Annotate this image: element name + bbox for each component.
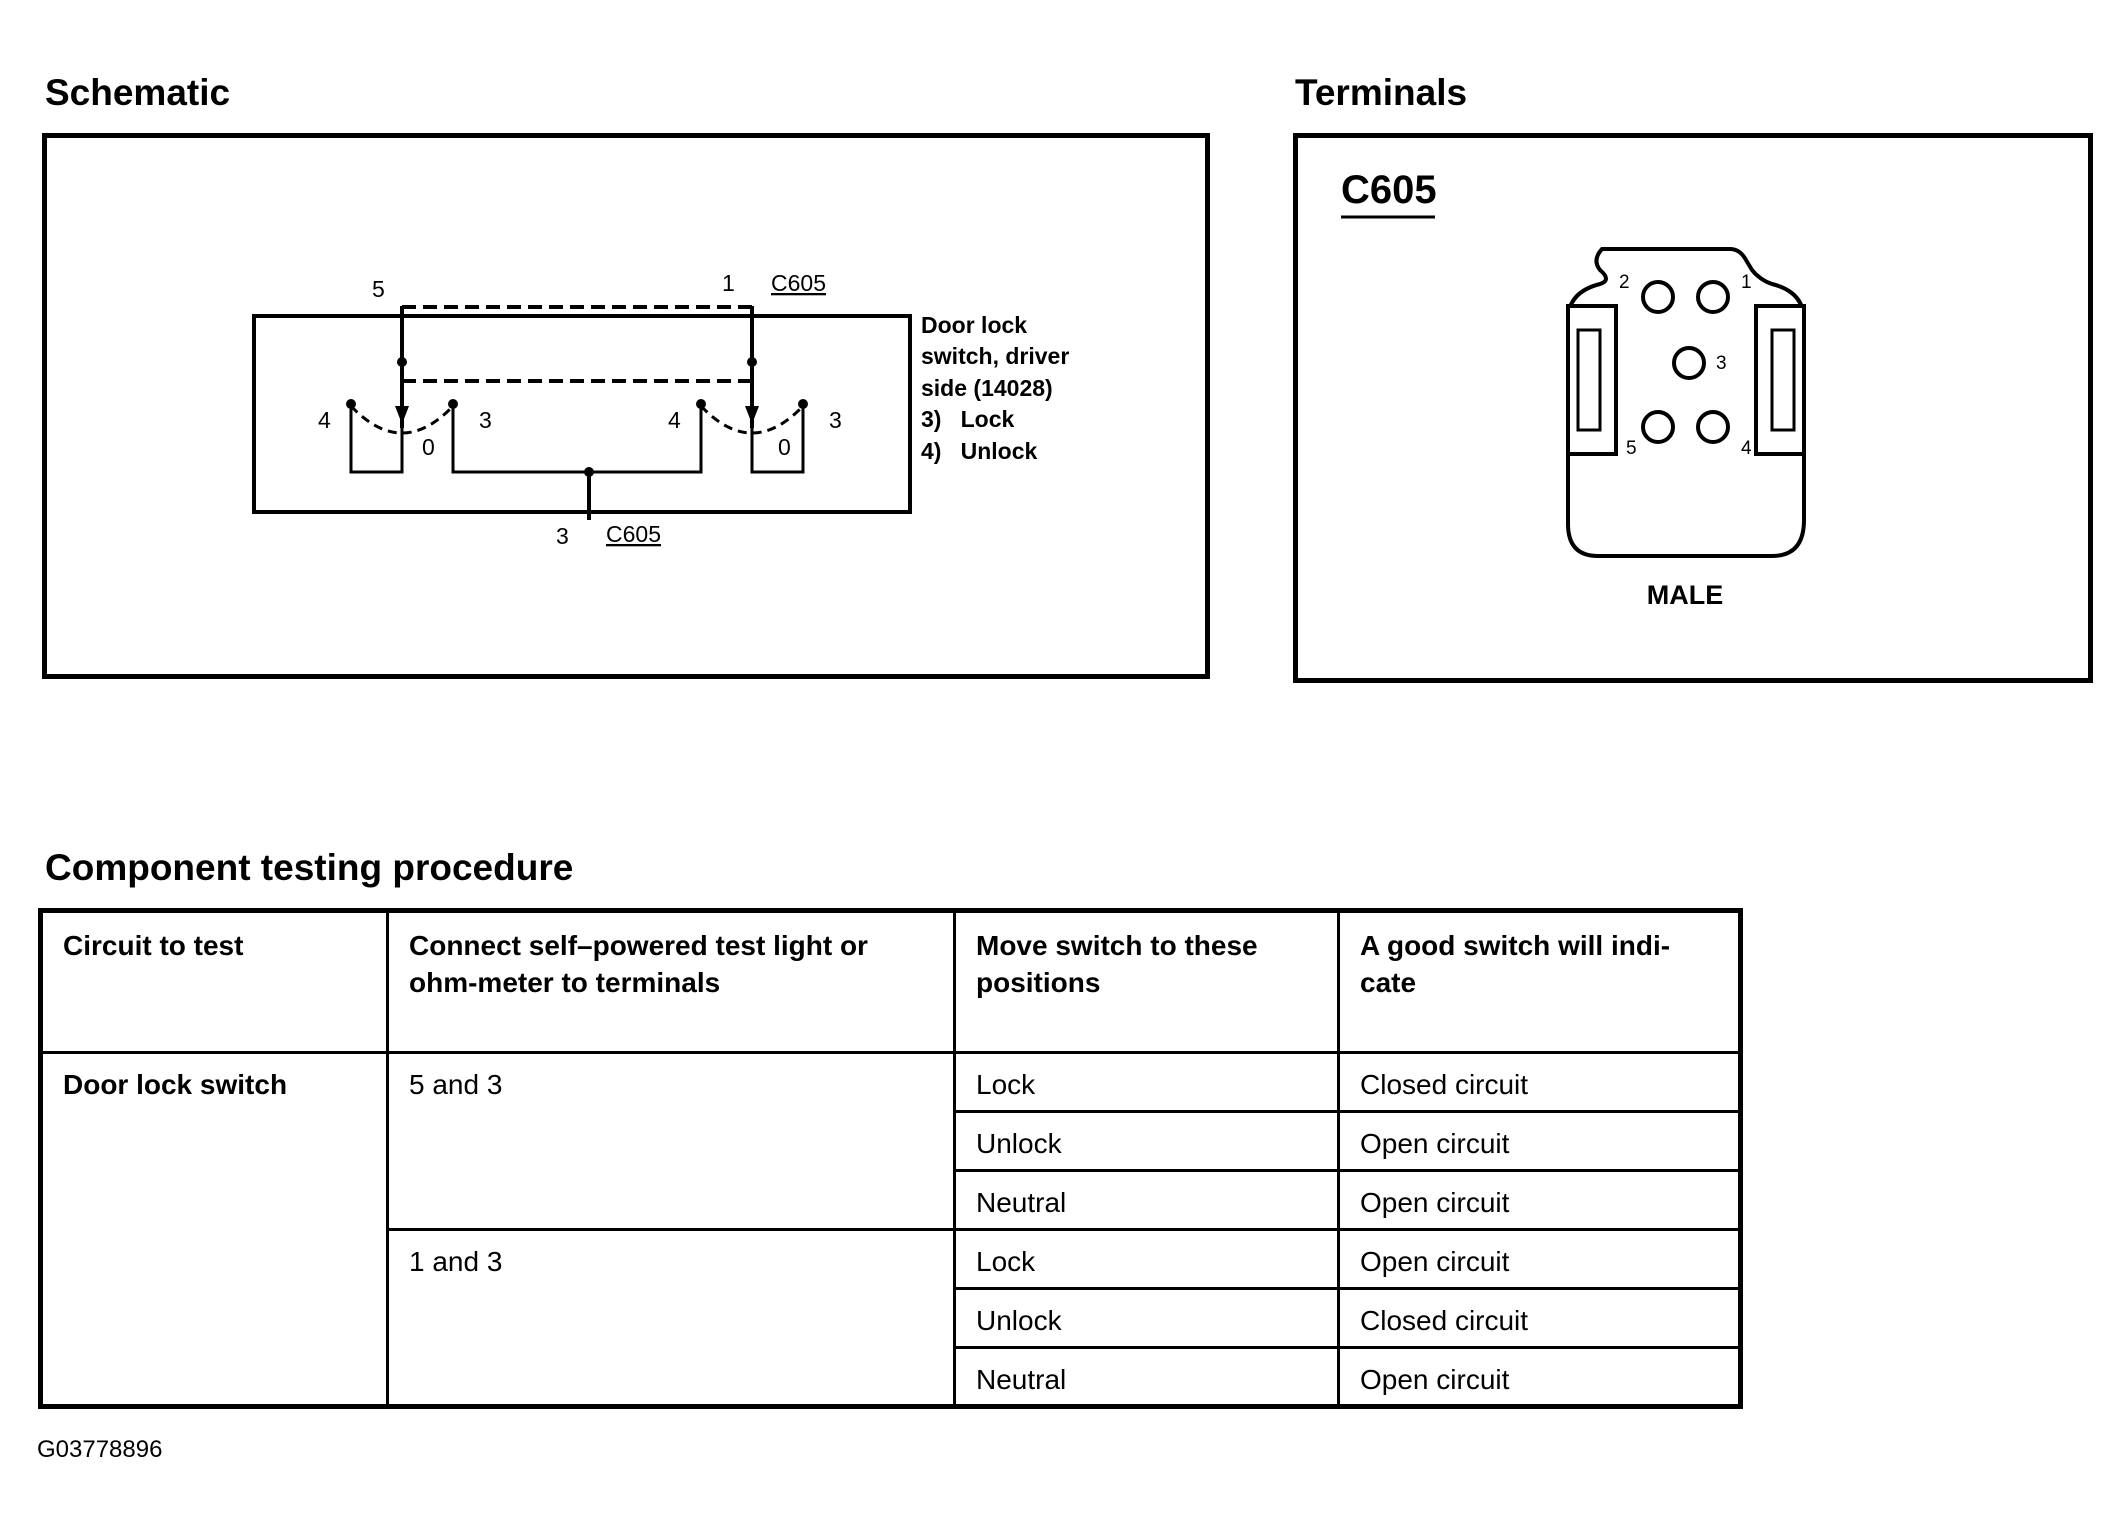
procedure-table: Circuit to test Connect self–powered tes… <box>38 908 1743 1409</box>
position-cell: Lock <box>953 1228 1340 1290</box>
terminal-pin-4 <box>1696 410 1730 444</box>
switch-legend-line-5: 4) Unlock <box>921 438 1038 464</box>
terminals-cell: 1 and 3 <box>386 1228 956 1408</box>
terminal-pin-3 <box>1672 346 1706 380</box>
switch-left-box <box>349 404 404 474</box>
pin-label-1: 1 <box>722 270 735 296</box>
connector-latch-right <box>1754 304 1806 456</box>
result-cell: Open circuit <box>1337 1110 1742 1172</box>
switch-right-pos-4: 4 <box>668 407 681 433</box>
table-row: Unlock Open circuit <box>41 1110 1742 1172</box>
column-header-result: A good switch will indi-cate <box>1337 909 1742 1054</box>
connector-label-bottom: C605 <box>606 521 661 547</box>
column-header-positions: Move switch to these positions <box>953 909 1340 1054</box>
switch-right-box <box>750 404 805 474</box>
table-row: Neutral Open circuit <box>41 1169 1742 1231</box>
junction-dot-right <box>747 357 757 367</box>
result-cell: Closed circuit <box>1337 1287 1742 1349</box>
pin-label-5: 5 <box>372 276 385 302</box>
procedure-heading: Component testing procedure <box>45 847 574 888</box>
switch-left-pos-4: 4 <box>318 407 331 433</box>
switch-right-pos-0: 0 <box>778 434 791 460</box>
contact-arrow-right <box>745 406 759 424</box>
position-cell: Unlock <box>953 1110 1340 1172</box>
switch-enclosure <box>252 314 912 514</box>
table-row: Unlock Closed circuit <box>41 1287 1742 1349</box>
connector-latch-left <box>1566 304 1618 456</box>
terminals-panel <box>1293 133 2093 683</box>
position-cell: Neutral <box>953 1169 1340 1231</box>
table-row: Door lock switch 5 and 3 Lock Closed cir… <box>39 1051 1742 1408</box>
circuit-cell: Door lock switch <box>39 1051 389 1408</box>
position-cell: Neutral <box>953 1346 1340 1408</box>
junction-dot-left <box>397 357 407 367</box>
table-row: Neutral Open circuit <box>41 1346 1742 1408</box>
table-row: 1 and 3 Lock Open circuit <box>41 1228 1742 1408</box>
pin-label-3: 3 <box>556 523 569 549</box>
common-bus <box>451 404 703 474</box>
figure-id: G03778896 <box>37 1436 163 1463</box>
switch-legend-line-3: side (14028) <box>921 375 1053 401</box>
result-cell: Open circuit <box>1337 1169 1742 1231</box>
terminal-label-1: 1 <box>1741 272 1752 293</box>
result-cell: Closed circuit <box>1337 1051 1742 1113</box>
terminals-cell: 5 and 3 <box>386 1051 956 1231</box>
switch-right-pos-3: 3 <box>829 407 842 433</box>
position-cell: Unlock <box>953 1287 1340 1349</box>
table-header-row: Circuit to test Connect self–powered tes… <box>39 909 1742 1054</box>
result-cell: Open circuit <box>1337 1228 1742 1290</box>
terminal-label-5: 5 <box>1626 438 1637 459</box>
connector-gender-label: MALE <box>1647 580 1724 610</box>
connector-name: C605 <box>1341 168 1437 212</box>
terminal-pin-2 <box>1641 280 1675 314</box>
connector-outline <box>1566 247 1806 558</box>
column-header-circuit: Circuit to test <box>39 909 389 1054</box>
switch-legend-line-2: switch, driver <box>921 343 1069 369</box>
position-cell: Lock <box>953 1051 1340 1113</box>
schematic-heading: Schematic <box>45 72 231 113</box>
switch-left-pos-0: 0 <box>422 434 435 460</box>
contact-arrow-left <box>395 406 409 424</box>
terminal-pin-1 <box>1696 280 1730 314</box>
terminal-label-2: 2 <box>1619 272 1630 293</box>
terminals-heading: Terminals <box>1295 72 1468 113</box>
switch-left-pos-3: 3 <box>479 407 492 433</box>
terminal-label-3: 3 <box>1716 353 1727 374</box>
switch-legend-line-1: Door lock <box>921 312 1027 338</box>
result-cell: Open circuit <box>1337 1346 1742 1408</box>
column-header-terminals: Connect self–powered test light or ohm-m… <box>386 909 956 1054</box>
switch-left-arc <box>349 404 455 435</box>
terminal-pin-5 <box>1641 410 1675 444</box>
switch-right-arc <box>699 404 805 435</box>
switch-legend-line-4: 3) Lock <box>921 406 1015 432</box>
terminal-label-4: 4 <box>1741 438 1752 459</box>
schematic-panel <box>42 133 1210 679</box>
connector-label-top: C605 <box>771 270 826 296</box>
